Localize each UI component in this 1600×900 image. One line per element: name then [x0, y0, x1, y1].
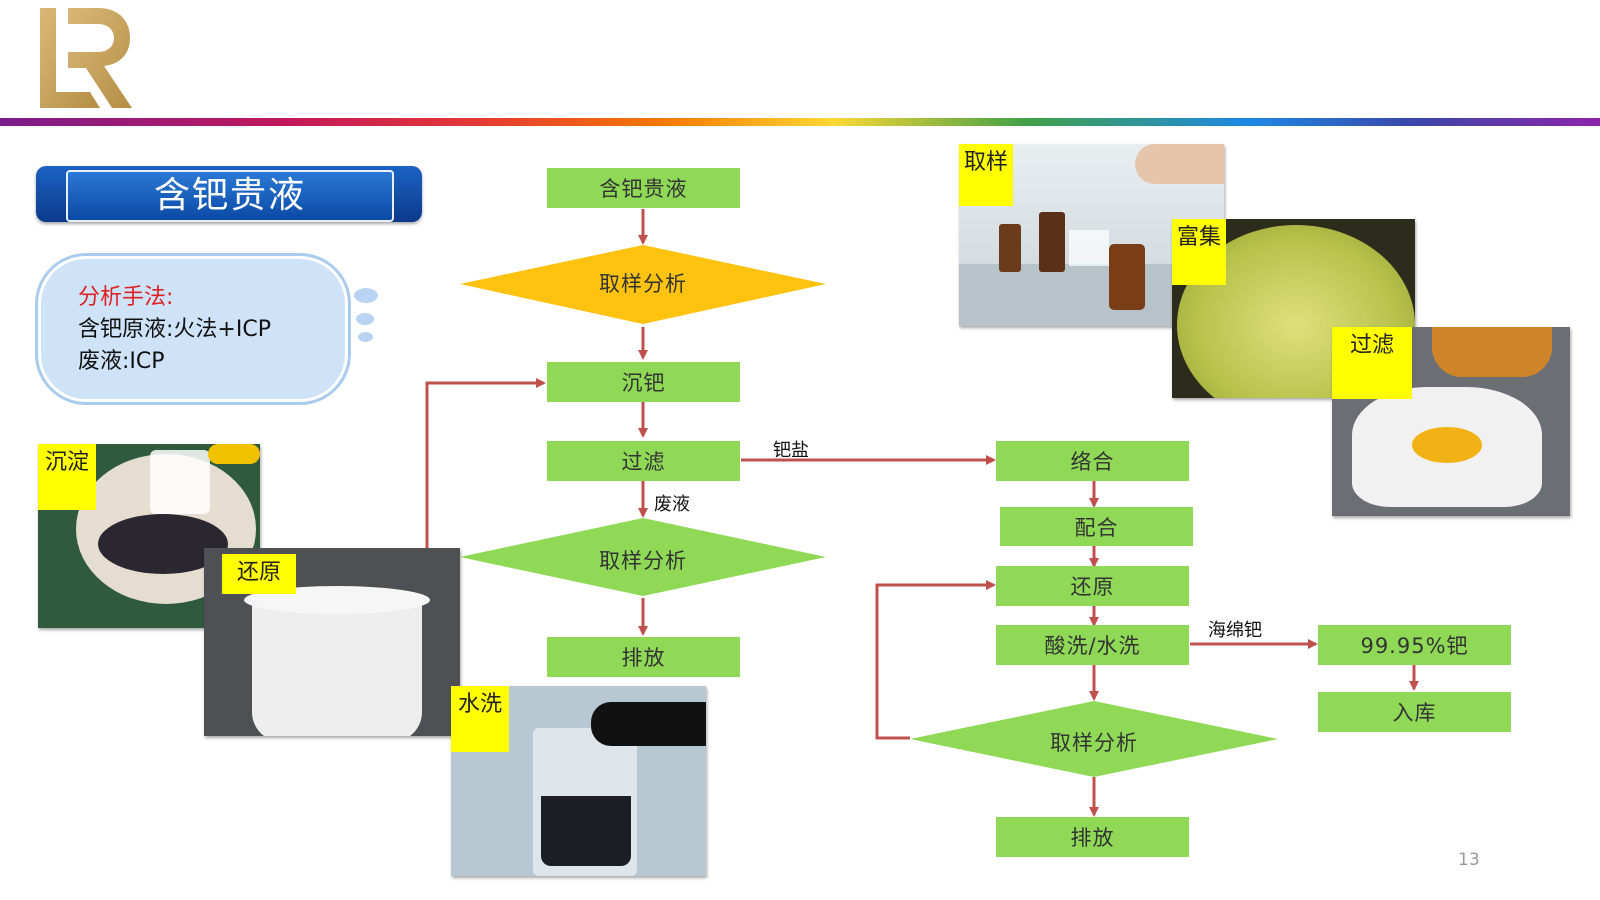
bubble-dot — [358, 332, 373, 342]
flow-node-discharge-2: 排放 — [996, 817, 1189, 857]
method-text: 分析手法: 含钯原液:火法+ICP 废液:ICP — [78, 282, 348, 378]
flow-node-precipitate: 沉钯 — [547, 362, 740, 402]
photo-tag-enrich: 富集 — [1172, 219, 1226, 285]
photo-filtrate — [1412, 427, 1482, 463]
photo-tag-filter: 过滤 — [1332, 327, 1412, 399]
photo-dark-liquid — [541, 796, 631, 866]
photo-tag-precipitate: 沉淀 — [38, 444, 96, 510]
flow-node-product: 99.95%钯 — [1318, 625, 1511, 665]
page-number: 13 — [1458, 850, 1480, 870]
flow-node-start: 含钯贵液 — [547, 168, 740, 208]
method-heading: 分析手法: — [78, 285, 174, 310]
photo-black-glove — [591, 702, 706, 746]
header-spectrum-bar — [0, 118, 1600, 126]
photo-beaker — [1432, 327, 1552, 377]
bubble-dot — [354, 288, 378, 303]
arrow — [425, 378, 546, 550]
flow-node-sampling-1: 取样分析 — [599, 272, 687, 296]
photo-glove — [208, 444, 260, 464]
photo-tube-rack — [1069, 230, 1109, 266]
method-bubble — [38, 256, 348, 402]
edge-label-waste: 废液 — [654, 494, 690, 515]
flow-node-sampling-2: 取样分析 — [599, 549, 687, 573]
company-logo-icon — [40, 8, 132, 108]
flow-diamond-sampling-3 — [910, 701, 1278, 777]
photo-pitcher — [150, 450, 210, 514]
method-line-2: 废液:ICP — [78, 349, 165, 374]
flow-node-coordinate: 配合 — [1000, 507, 1193, 546]
flow-node-discharge-1: 排放 — [547, 637, 740, 677]
flow-diamond-sampling-2 — [460, 518, 826, 596]
photo-white-bucket — [252, 592, 422, 736]
flow-diamond-sampling-1 — [460, 245, 826, 324]
photo-tag-reduce: 还原 — [222, 554, 296, 594]
bubble-dot — [356, 313, 374, 325]
method-line-1: 含钯原液:火法+ICP — [78, 317, 271, 342]
flow-node-filter: 过滤 — [547, 441, 740, 481]
photo-tag-wash: 水洗 — [451, 686, 509, 752]
photo-bottle — [1109, 244, 1145, 310]
edge-label-sponge: 海绵钯 — [1208, 620, 1262, 641]
arrow — [875, 580, 996, 740]
flow-node-wash: 酸洗/水洗 — [996, 625, 1189, 665]
flow-node-complex: 络合 — [996, 441, 1189, 481]
photo-tag-sampling: 取样 — [959, 144, 1013, 206]
photo-bottle — [1039, 212, 1065, 272]
flow-node-sampling-3: 取样分析 — [1050, 731, 1138, 755]
photo-filter — [1332, 327, 1570, 516]
flow-node-storage: 入库 — [1318, 692, 1511, 732]
flow-node-reduce: 还原 — [996, 566, 1189, 606]
edge-label-salt: 钯盐 — [773, 440, 809, 461]
photo-reduce — [204, 548, 460, 736]
page-title: 含钯贵液 — [66, 170, 394, 222]
photo-bottle — [999, 224, 1021, 272]
photo-hand — [1135, 144, 1224, 184]
